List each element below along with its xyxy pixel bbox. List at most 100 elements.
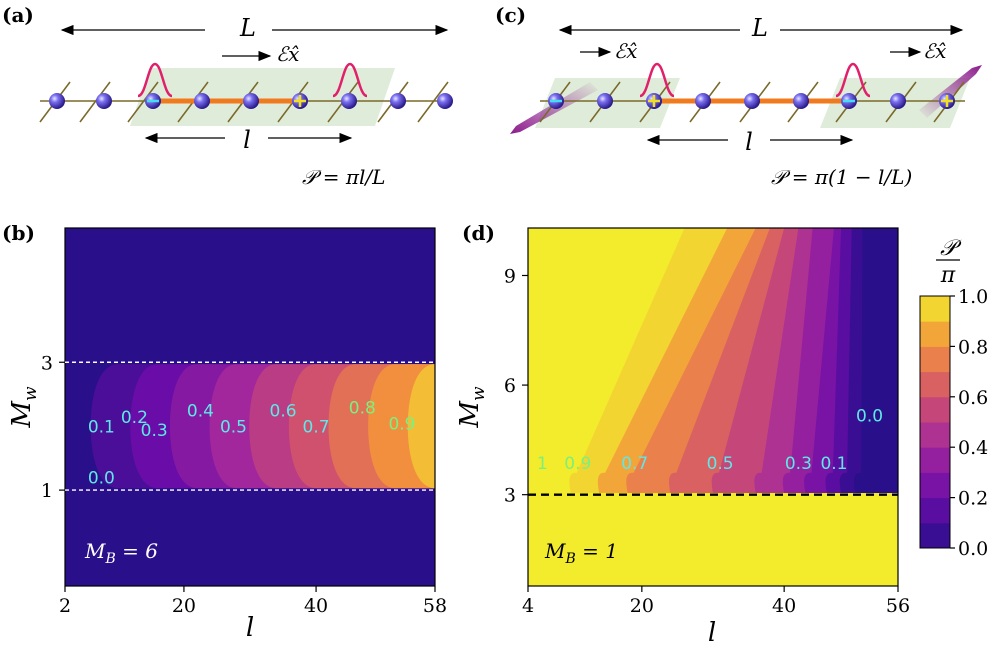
segment-label: l (745, 128, 753, 156)
colorbar-band (920, 447, 950, 473)
colorbar-band (920, 522, 950, 549)
x-tick-label: 4 (522, 595, 534, 617)
contour-label: 0.0 (88, 469, 115, 489)
contour-label: 0.2 (121, 408, 148, 428)
contour-label: 0.9 (388, 414, 415, 434)
plus-charge-icon (648, 95, 660, 107)
contour-band (407, 364, 435, 489)
contour-label: 0.3 (141, 421, 168, 441)
lattice-sites (49, 93, 453, 109)
panel-b-label: (b) (2, 221, 35, 245)
contour-label: 0.4 (187, 402, 214, 422)
colorbar-band (920, 497, 950, 524)
contour-label: 0.3 (785, 454, 812, 474)
push-arrow-right (919, 65, 982, 118)
colorbar-band (920, 472, 950, 499)
panel-d-label: (d) (462, 221, 495, 245)
field-label: ℰx̂ (276, 42, 299, 66)
colorbar-title-denominator: π (940, 263, 956, 288)
length-label: L (239, 14, 256, 42)
contour-labels: 0.0 0.1 0.20.3 0.4 0.5 0.6 0.7 0.8 0.9 (88, 398, 416, 488)
contour-label: 0.1 (88, 418, 115, 438)
mb-annotation: MB = 6 (84, 539, 158, 567)
field-label-right: ℰx̂ (923, 39, 946, 63)
colorbar-tick-label: 0.6 (958, 387, 988, 409)
contour-label: 0.7 (621, 454, 648, 474)
colorbar-band (920, 396, 950, 423)
plus-charge-icon (941, 95, 953, 107)
mb-annotation: MB = 1 (544, 539, 618, 567)
colorbar-ticks: 0.0 0.2 0.4 0.6 0.8 1.0 (950, 286, 988, 560)
wavepacket-left (639, 62, 675, 98)
colorbar-tick-label: 0.8 (958, 336, 988, 358)
colorbar-title-numerator: 𝒫 (940, 236, 962, 261)
y-ticks: 3 6 9 (504, 265, 528, 507)
y-axis-label: Mw (455, 386, 489, 429)
panel-a-schematic: (a) L ℰx̂ (2, 3, 453, 189)
contour-label: 0.9 (564, 454, 591, 474)
contour-label: 0.5 (220, 418, 247, 438)
x-tick-label: 40 (772, 595, 796, 617)
contour-label: 0.7 (303, 418, 330, 438)
colorbar-tick-label: 0.0 (958, 538, 988, 560)
lattice-sites (548, 93, 955, 109)
polarization-formula: 𝒫 = πl/L (302, 165, 385, 189)
colorbar-tick-label: 0.2 (958, 488, 988, 510)
y-tick-label: 1 (41, 480, 53, 502)
segment-label: l (243, 126, 251, 154)
polarization-formula: 𝒫 = π(1 − l/L) (771, 165, 912, 189)
length-label: L (751, 14, 768, 42)
contour-bands (528, 228, 898, 586)
colorbar-frame (919, 295, 951, 549)
lower-region (528, 494, 898, 586)
x-tick-label: 56 (886, 595, 910, 617)
colorbar-tick-label: 1.0 (958, 286, 988, 308)
wavepacket-left (137, 62, 173, 98)
contour-label: 0.0 (856, 407, 883, 427)
y-tick-label: 3 (504, 485, 516, 507)
y-axis-label: Mw (7, 386, 41, 429)
wavepacket-right (332, 62, 368, 98)
colorbar-band (920, 321, 950, 347)
x-tick-label: 20 (172, 595, 196, 617)
x-ticks: 2 20 40 58 (59, 586, 447, 617)
contour-label: 0.6 (270, 402, 297, 422)
panel-b-chart: (b) 0.0 0.1 0.20.3 0.4 0.5 0.6 0.7 0.8 0.9 2 20 40… (2, 221, 447, 643)
colorbar-band (920, 296, 950, 322)
colorbar-band (920, 371, 950, 398)
x-tick-label: 40 (304, 595, 328, 617)
contour-bands (90, 364, 435, 489)
x-tick-label: 58 (423, 595, 447, 617)
contour-band (853, 228, 898, 493)
contour-label: 0.8 (349, 398, 376, 418)
plot-frame (527, 227, 899, 587)
colorbar-band (920, 422, 950, 448)
colorbar-bands (919, 295, 951, 549)
x-ticks: 4 20 40 56 (522, 586, 910, 617)
shaded-region (130, 68, 395, 126)
colorbar-tick-label: 0.4 (958, 437, 988, 459)
contour-label: 0.1 (820, 454, 847, 474)
x-tick-label: 2 (59, 595, 71, 617)
dashed-lines (65, 361, 435, 491)
plus-charge-icon (294, 95, 306, 107)
contour-label: 0.5 (707, 454, 734, 474)
contour-label: 1 (537, 454, 548, 474)
contour-labels: 1 0.9 0.7 0.5 0.3 0.1 0.0 (537, 407, 883, 474)
panel-d-chart: (d) 1 0.9 0.7 0.5 0.3 0.1 0.0 4 20 40 56 3 6 9 l Mw… (455, 221, 988, 648)
panel-c-schematic: (c) L ℰx̂ ℰx̂ (495, 3, 982, 189)
field-label-left: ℰx̂ (614, 39, 637, 63)
plot-frame (64, 227, 436, 587)
y-tick-label: 3 (41, 352, 53, 374)
x-tick-label: 20 (630, 595, 654, 617)
y-ticks: 13 (41, 352, 65, 502)
x-axis-label: l (708, 618, 716, 648)
y-tick-label: 6 (504, 375, 516, 397)
wavepacket-right (835, 62, 871, 98)
panel-a-label: (a) (2, 3, 34, 27)
y-tick-label: 9 (504, 265, 516, 287)
panel-c-label: (c) (495, 3, 526, 27)
colorbar-band (920, 346, 950, 373)
x-axis-label: l (246, 613, 254, 643)
